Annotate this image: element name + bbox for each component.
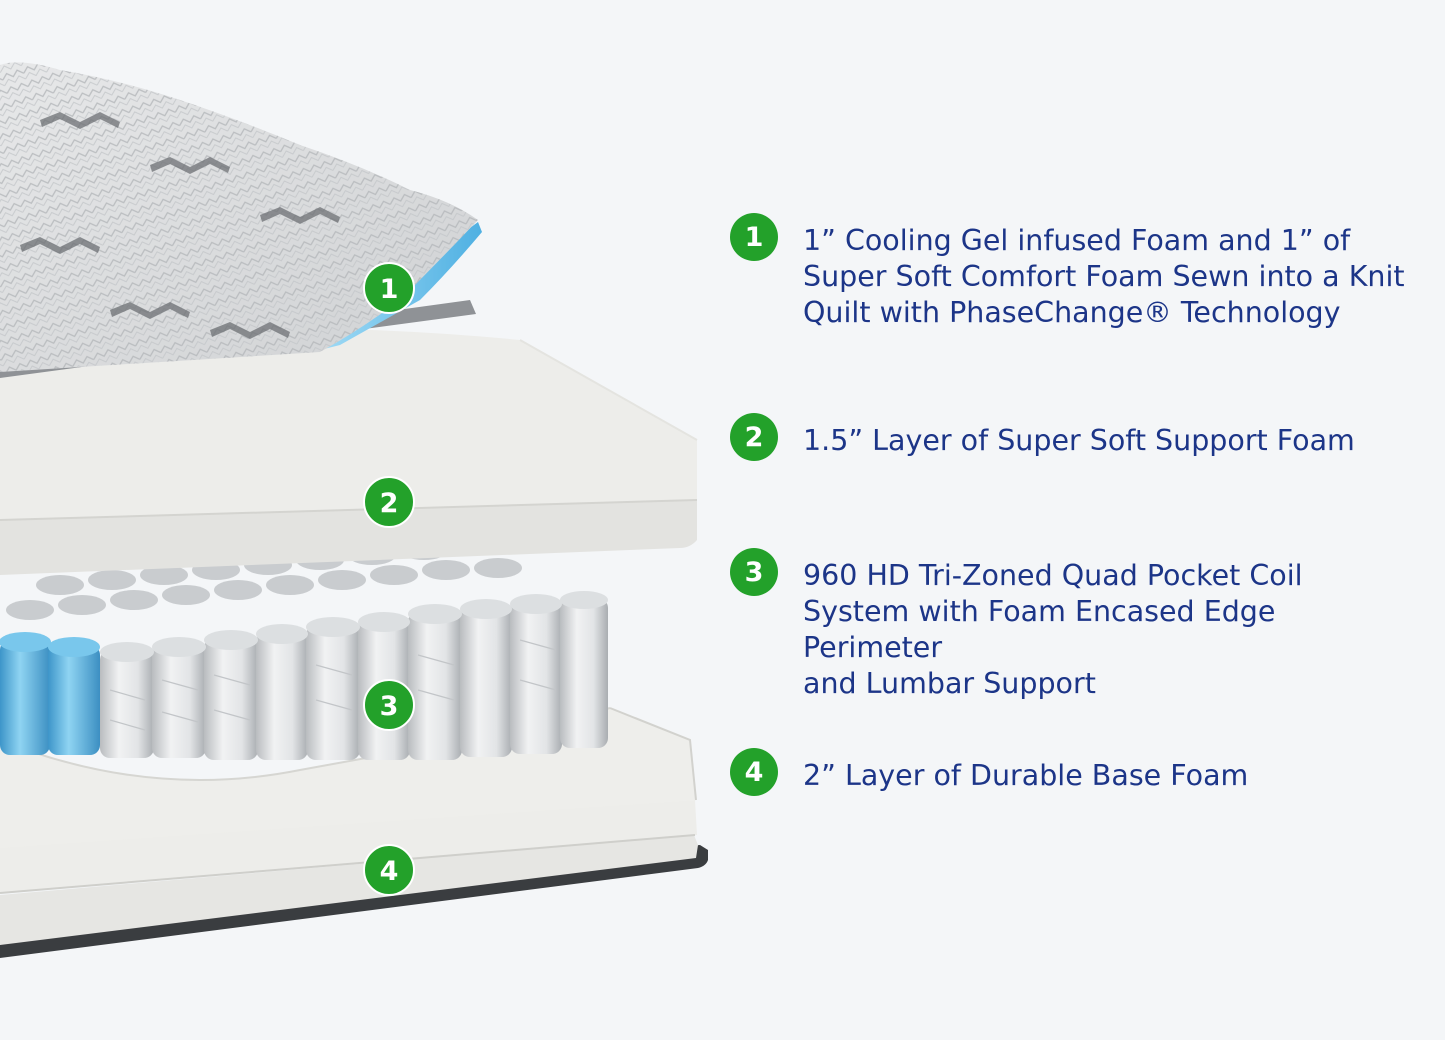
pocket-coil-layer [0, 540, 608, 760]
callout-layer-2: 2 1.5” Layer of Super Soft Support Foam [730, 413, 1420, 461]
quilted-comfort-layer [0, 62, 482, 378]
mattress-cutaway-illustration: 1 2 3 4 [0, 62, 708, 958]
callout-4-badge: 4 [730, 748, 778, 796]
callout-4-description: 2” Layer of Durable Base Foam [803, 759, 1249, 792]
layer-2-badge-number: 2 [380, 488, 399, 519]
layer-3-badge-icon: 3 [363, 679, 415, 731]
layer-1-badge-number: 1 [380, 274, 399, 305]
base-foam-layer [0, 800, 708, 958]
callout-1-badge: 1 [730, 213, 778, 261]
layer-3-badge-number: 3 [380, 691, 399, 722]
layer-2-badge-icon: 2 [363, 476, 415, 528]
callout-layer-1: 1 1” Cooling Gel infused Foam and 1” of … [730, 213, 1420, 331]
layer-4-badge-icon: 4 [363, 844, 415, 896]
callout-3-description: 960 HD Tri-Zoned Quad Pocket Coil System… [803, 559, 1303, 700]
callout-1-description: 1” Cooling Gel infused Foam and 1” of Su… [803, 224, 1405, 329]
callout-3-badge: 3 [730, 548, 778, 596]
callout-layer-3: 3 960 HD Tri-Zoned Quad Pocket Coil Syst… [730, 548, 1420, 702]
callout-2-description: 1.5” Layer of Super Soft Support Foam [803, 424, 1355, 457]
layer-4-badge-number: 4 [380, 856, 399, 887]
callout-layer-4: 4 2” Layer of Durable Base Foam [730, 748, 1420, 796]
support-foam-layer [0, 327, 698, 575]
callout-2-badge: 2 [730, 413, 778, 461]
layer-1-badge-icon: 1 [363, 262, 415, 314]
